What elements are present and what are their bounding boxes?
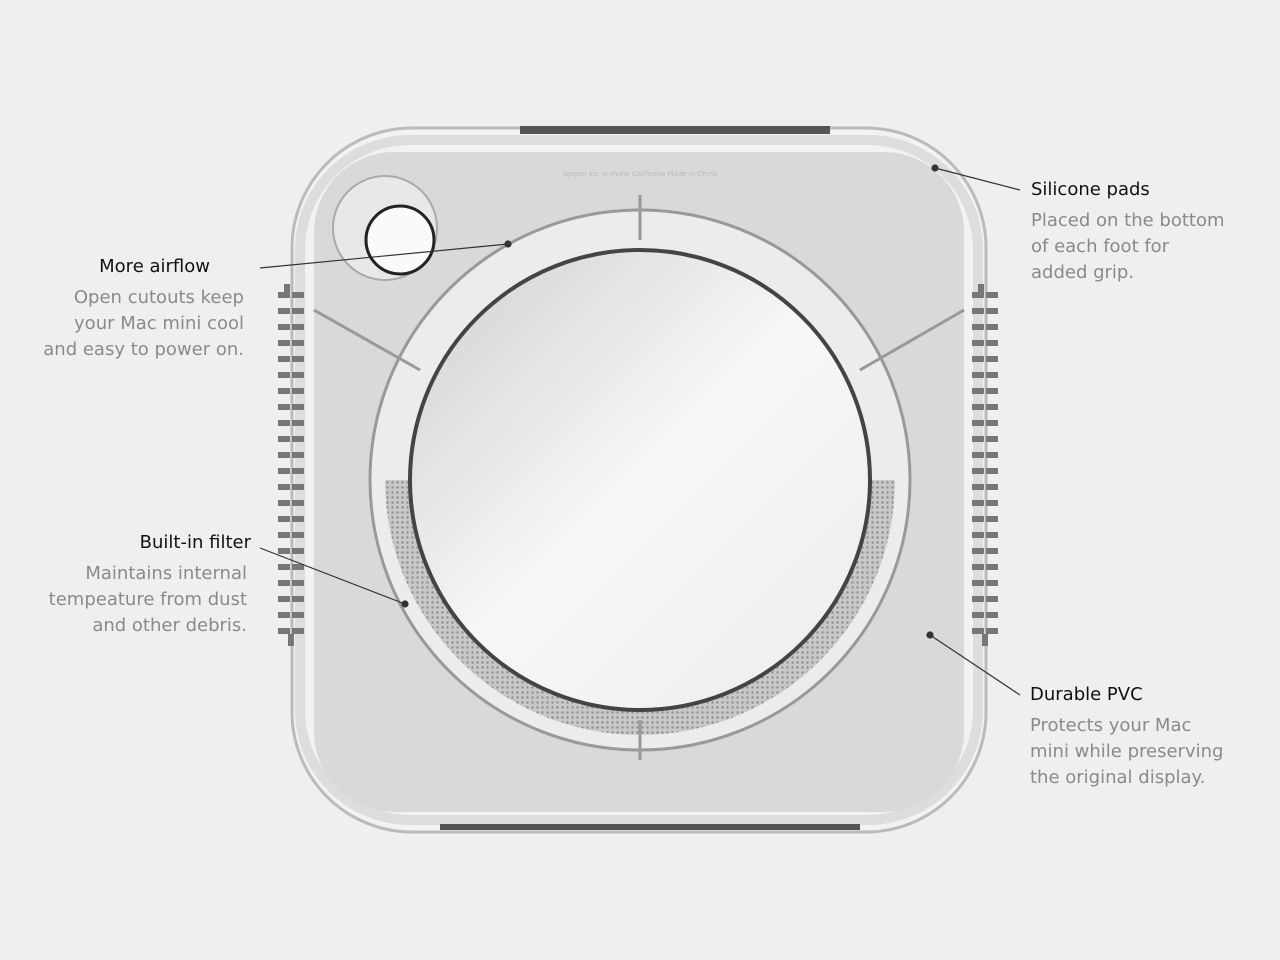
ring	[313, 195, 965, 760]
callout-durable-pvc: Durable PVC Protects your Mac mini while…	[1030, 684, 1223, 791]
callout-desc-line: tempeature from dust	[48, 589, 247, 610]
vent-slots-right	[972, 284, 998, 646]
callout-desc-line: and easy to power on.	[43, 339, 244, 360]
callout-built-in-filter: Built-in filter Maintains internal tempe…	[48, 532, 251, 639]
callout-desc-line: Maintains internal	[85, 563, 247, 584]
power-cutout	[332, 175, 438, 281]
callout-desc-line: Open cutouts keep	[73, 287, 244, 308]
callout-desc-line: of each foot for	[1031, 236, 1170, 257]
vent-slots-left	[278, 284, 304, 646]
callout-desc-line: and other debris.	[92, 615, 247, 636]
callout-silicone-pads: Silicone pads Placed on the bottom of ea…	[1031, 179, 1225, 286]
callout-title: Durable PVC	[1030, 684, 1143, 705]
callout-desc-line: the original display.	[1030, 767, 1206, 788]
callout-title: Built-in filter	[139, 532, 251, 553]
callout-title: Silicone pads	[1031, 179, 1150, 200]
callout-desc-line: added grip.	[1031, 262, 1135, 283]
callout-desc-line: Protects your Mac	[1030, 715, 1192, 736]
leader-lines	[259, 164, 1021, 696]
callout-desc-line: Placed on the bottom	[1031, 210, 1225, 231]
callout-desc-line: your Mac mini cool	[74, 313, 244, 334]
callout-more-airflow: More airflow Open cutouts keep your Mac …	[43, 256, 244, 363]
callout-desc-line: mini while preserving	[1030, 741, 1224, 762]
imprint-text: Spigen Inc in Irvine California Made in …	[563, 170, 718, 178]
callout-title: More airflow	[99, 256, 210, 277]
